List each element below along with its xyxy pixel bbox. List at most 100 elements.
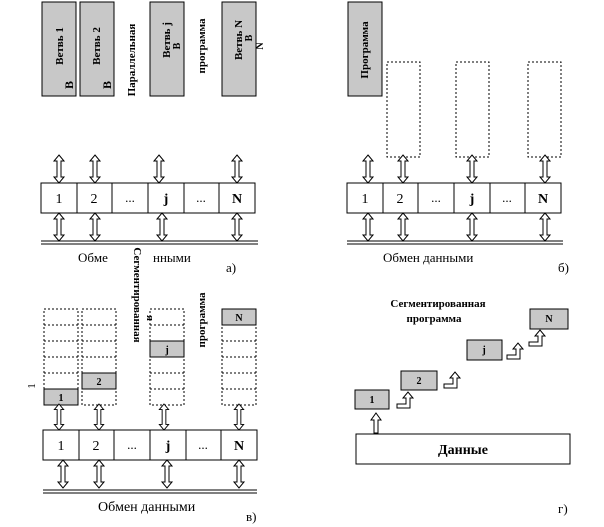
arrow-a-up-2	[89, 154, 101, 184]
program-box	[347, 1, 383, 97]
stack-v-2: 2	[81, 308, 117, 406]
arrow-b-up-1	[362, 154, 374, 184]
stack-v-j: j	[149, 308, 185, 406]
arrow-a-up-n	[231, 154, 243, 184]
seg-g-1-box	[354, 389, 390, 410]
letter-v: в)	[246, 509, 256, 524]
stack-v-1: 1	[43, 308, 79, 406]
arrow-v-down-j	[161, 459, 173, 489]
branch-1-sub: В	[62, 81, 76, 89]
arrow-v-down-n	[233, 459, 245, 489]
seg-g-j: j	[481, 345, 485, 356]
cell-b-4: j	[469, 192, 475, 207]
arrow-v-up-2	[93, 403, 105, 431]
title-g-1: Сегментированная	[390, 298, 485, 310]
branch-n-sub1: В	[244, 34, 255, 41]
cell-row-b: 1 2 ... j ... N	[346, 182, 562, 214]
arrow-a-down-1	[53, 212, 65, 242]
arrow-b-up-2	[397, 154, 409, 184]
dashed-slot-j	[455, 61, 490, 158]
seg-g-n: N	[545, 314, 553, 325]
branch-j-sub: В	[172, 42, 183, 49]
program-word: программа	[196, 18, 208, 73]
arrow-a-down-n	[231, 212, 243, 242]
cell-v-4: j	[165, 439, 171, 454]
parallel-word: Параллельная	[126, 24, 138, 97]
panel-v: Сегментированная я программа 1 1 2	[26, 247, 258, 524]
branch-2-sub: В	[100, 81, 114, 89]
arrow-b-up-j	[466, 154, 478, 184]
panel-b: Программа 1 2 ... j ... N Обмен данны	[346, 1, 569, 275]
branch-n-box	[221, 1, 257, 97]
dashed-slot-n	[527, 61, 562, 158]
arrow-b-up-n	[539, 154, 551, 184]
cell-a-5: ...	[196, 190, 206, 205]
cell-a-4: j	[163, 192, 169, 207]
bent-arrow-g-2	[443, 371, 461, 389]
cell-v-2: 2	[93, 439, 100, 454]
arrow-b-down-1	[362, 212, 374, 242]
title-g-2: программа	[407, 313, 462, 325]
cell-b-5: ...	[502, 190, 512, 205]
arrow-a-down-2	[89, 212, 101, 242]
exchange-a-left: Обме	[78, 250, 108, 265]
up-arrow-g	[370, 412, 382, 434]
branch-2-box	[79, 1, 115, 97]
program-word-v: программа	[196, 292, 208, 347]
arrow-b-down-n	[539, 212, 551, 242]
cell-v-6: N	[234, 439, 244, 454]
data-box-g	[355, 433, 571, 465]
stray-label-v: 1	[26, 383, 38, 389]
arrow-v-up-1	[53, 403, 65, 431]
letter-b: б)	[558, 260, 569, 275]
dashed-slot-2	[386, 61, 421, 158]
cell-a-2: 2	[91, 192, 98, 207]
branch-1-box	[41, 1, 77, 97]
seg-g-2: 2	[417, 376, 422, 387]
panel-g: Сегментированная программа 1 2 j N Данны…	[354, 298, 571, 516]
exchange-b: Обмен данными	[383, 250, 473, 265]
cell-v-3: ...	[127, 437, 137, 452]
bent-arrow-g-1	[396, 391, 414, 409]
segmented-word-v-2: я	[144, 315, 156, 321]
arrow-v-down-2	[93, 459, 105, 489]
seg-v-1: 1	[59, 393, 64, 404]
segmented-word-v: Сегментированная	[131, 247, 143, 342]
panel-a: Ветвь 1 Ветвь 2 Ветвь j Ветвь N В В В В …	[40, 1, 266, 275]
seg-v-n: N	[235, 313, 243, 324]
cell-b-6: N	[538, 192, 548, 207]
seg-g-1: 1	[370, 395, 375, 406]
cell-a-6: N	[232, 192, 242, 207]
cell-v-1: 1	[58, 439, 65, 454]
cell-a-3: ...	[125, 190, 135, 205]
cell-v-5: ...	[198, 437, 208, 452]
branch-n-sub2: N	[255, 42, 266, 50]
branch-1-label: Ветвь 1	[54, 27, 66, 65]
bent-arrow-g-3	[506, 342, 524, 360]
branch-j-label: Ветвь j	[161, 22, 173, 58]
cell-a-1: 1	[56, 192, 63, 207]
letter-g: г)	[558, 501, 568, 516]
letter-a: а)	[226, 260, 236, 275]
bent-arrow-g-4	[528, 329, 546, 347]
cell-row-a: 1 2 ... j ... N	[40, 182, 256, 214]
arrow-b-down-2	[397, 212, 409, 242]
program-label: Программа	[359, 21, 371, 79]
arrow-v-up-n	[233, 403, 245, 431]
cell-b-1: 1	[362, 192, 369, 207]
cell-row-v: 1 2 ... j ... N	[42, 429, 258, 461]
exchange-v: Обмен данными	[98, 500, 196, 515]
seg-v-j: j	[164, 345, 168, 356]
arrow-b-down-j	[466, 212, 478, 242]
seg-g-j-box	[466, 339, 503, 361]
branch-j-box	[149, 1, 185, 97]
seg-g-n-box	[529, 308, 569, 330]
cell-b-2: 2	[397, 192, 404, 207]
stack-v-n: N	[221, 308, 257, 406]
branch-2-label: Ветвь 2	[91, 27, 103, 65]
arrow-a-up-j	[153, 154, 165, 184]
exchange-a-right: нными	[153, 250, 191, 265]
arrow-v-down-1	[57, 459, 69, 489]
arrow-a-down-j	[156, 212, 168, 242]
seg-g-2-box	[400, 370, 438, 391]
